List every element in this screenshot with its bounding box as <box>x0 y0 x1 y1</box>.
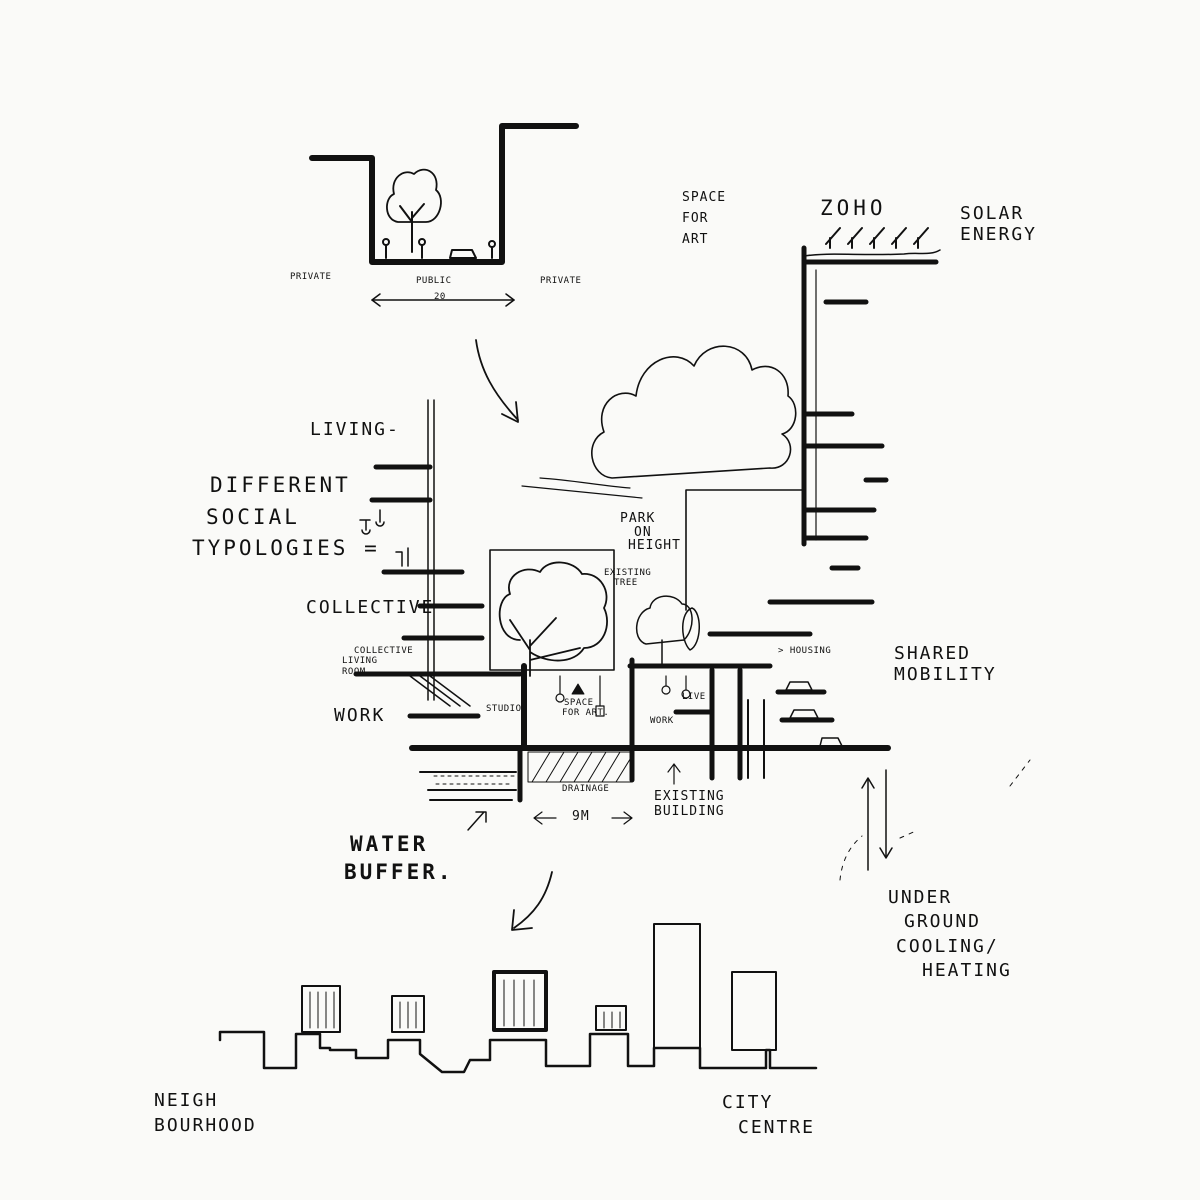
flow-arrow-icon <box>513 871 553 929</box>
right-tower <box>801 227 941 571</box>
park-tree-icon <box>636 595 700 665</box>
label-existing-building: EXISTING BUILDING <box>654 789 725 819</box>
label-neighbourhood: NEIGH BOURHOOD <box>154 1090 257 1137</box>
label-housing: > HOUSING <box>778 646 832 656</box>
label-width-20: 20 <box>434 292 446 302</box>
label-existing-tree: EXISTING TREE <box>604 568 652 589</box>
cloud-icon <box>591 345 797 479</box>
label-collective-living-room: COLLECTIVE LIVING ROOM <box>342 646 414 677</box>
label-water-buffer: WATER BUFFER. <box>344 832 454 885</box>
label-shared-mobility: SHARED MOBILITY <box>894 643 997 685</box>
label-private-left: PRIVATE <box>290 272 332 282</box>
label-city-centre: CITY CENTRE <box>722 1092 816 1139</box>
label-work: WORK <box>334 705 386 726</box>
label-park-on-height: PARK ON HEIGHT <box>620 511 681 554</box>
underground-arrows-icon <box>861 769 893 871</box>
label-private-right: PRIVATE <box>540 276 582 286</box>
solar-panel-icon <box>825 227 929 249</box>
skyline-diagram <box>218 923 818 1074</box>
label-live: LIVE <box>682 692 706 702</box>
label-different-social-typologies: DIFFERENT SOCIAL TYPOLOGIES = <box>192 473 380 560</box>
label-underground-cooling-heating: UNDER GROUND COOLING/ HEATING <box>888 887 1012 981</box>
label-width-9m: 9M <box>572 809 590 824</box>
label-collective: COLLECTIVE <box>306 597 435 618</box>
label-drainage: DRAINAGE <box>562 784 610 794</box>
label-studio: STUDIO <box>486 704 522 714</box>
label-work-small: WORK <box>650 716 674 726</box>
car-icon <box>785 681 843 747</box>
central-block <box>419 549 875 803</box>
label-living: LIVING- <box>310 419 400 440</box>
label-space-for-art: SPACE FOR ART <box>682 190 727 247</box>
car-icon <box>449 249 477 259</box>
label-solar-energy: SOLAR ENERGY <box>960 203 1038 245</box>
people-icon <box>382 238 496 259</box>
street-section-diagram <box>309 123 579 307</box>
label-zoho-sign: ZOHO <box>820 196 887 220</box>
flow-arrow-icon <box>475 339 519 421</box>
tree-icon <box>498 561 608 677</box>
label-public: PUBLIC <box>416 276 452 286</box>
label-space-for-art-small: SPACE FOR ART. <box>562 698 610 719</box>
left-tower <box>353 399 891 751</box>
